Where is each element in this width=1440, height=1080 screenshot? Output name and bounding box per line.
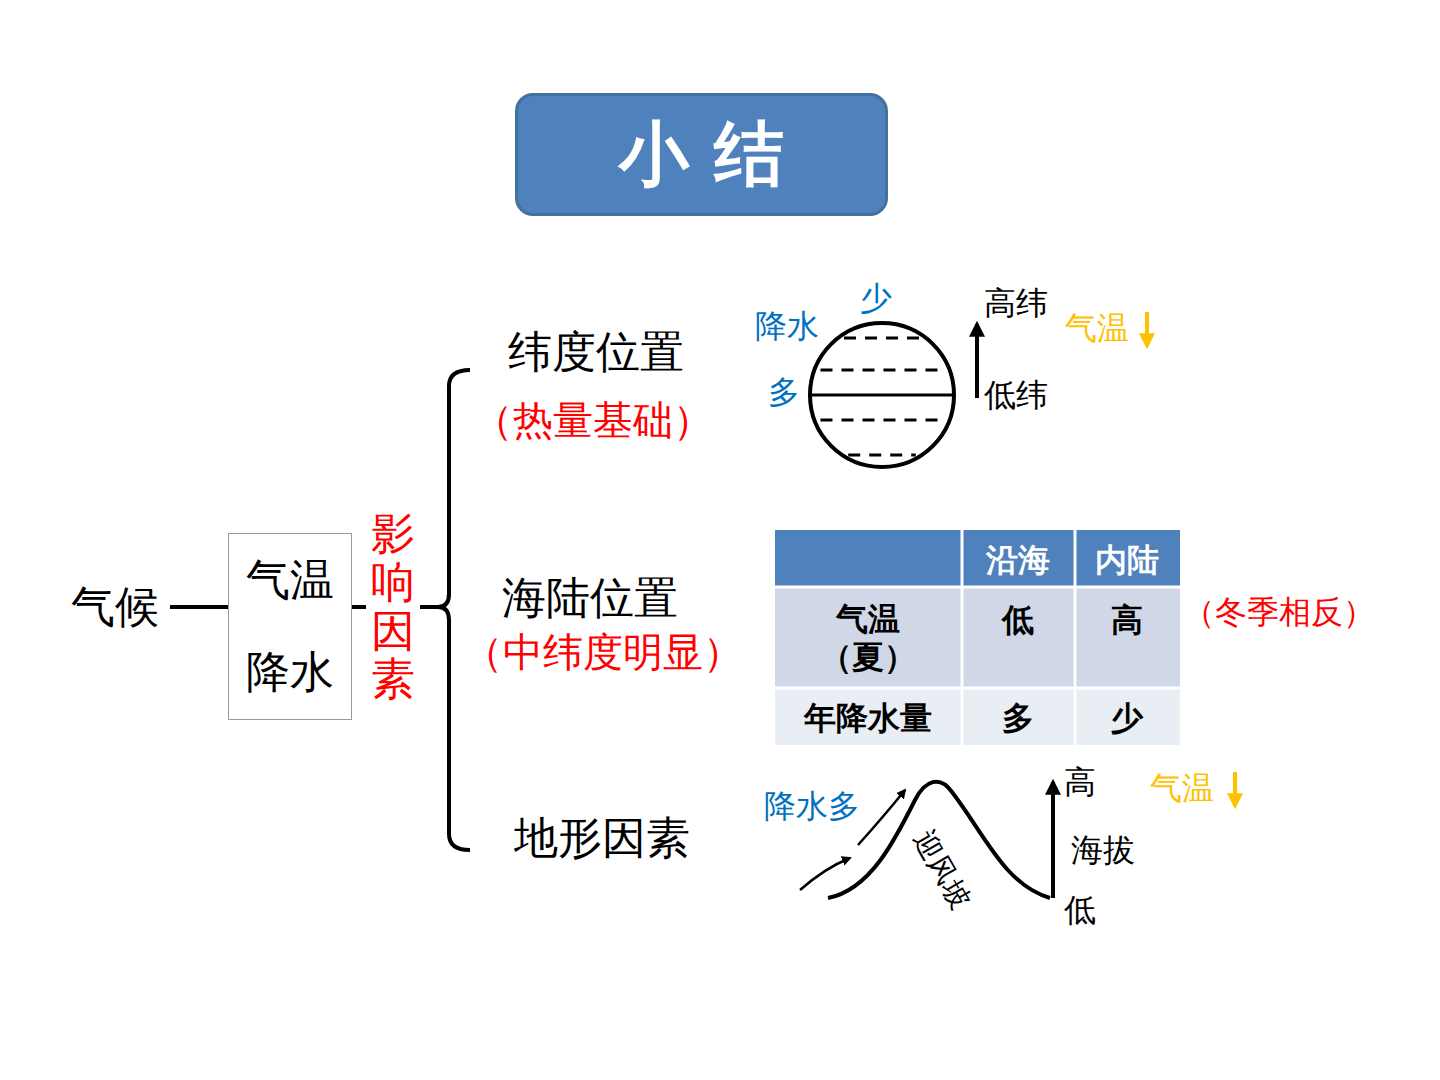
globe-figure: [810, 323, 954, 467]
factor-note: （热量基础）: [473, 396, 713, 444]
factor-name: 地形因素: [514, 812, 690, 865]
title-box: 小 结: [515, 93, 888, 216]
table-cell: 低: [1002, 601, 1034, 639]
table-note: （冬季相反）: [1183, 593, 1375, 631]
table-grid: [775, 530, 1180, 745]
slope-label: 迎风坡: [906, 825, 977, 915]
table-cell: 多: [1002, 699, 1034, 737]
climate-label: 气候: [71, 581, 159, 634]
factor-heading: 影响因素: [371, 510, 415, 704]
node-text: 降水: [246, 646, 334, 699]
latitude-arrow: [975, 324, 979, 398]
wind-arrow: [858, 790, 905, 845]
altitude-label: 海拔: [1071, 831, 1135, 869]
brace: [438, 370, 470, 850]
globe-label: 低纬: [984, 376, 1048, 414]
table-cell: 少: [1111, 699, 1143, 737]
down-arrow: [1145, 312, 1149, 346]
factor-note: （中纬度明显）: [463, 628, 743, 676]
connector-line: [170, 605, 228, 609]
factor-name: 纬度位置: [508, 326, 684, 379]
altitude-label: 高: [1064, 763, 1096, 801]
altitude-arrow: [1051, 782, 1055, 898]
table-header: 沿海: [986, 541, 1050, 579]
connector-line: [420, 605, 440, 609]
globe-label: 降水: [755, 307, 819, 345]
table-cell: 年降水量: [804, 699, 932, 737]
table-cell: 气温 （夏）: [808, 600, 928, 677]
down-arrow: [1233, 772, 1237, 806]
connector-line: [352, 605, 366, 609]
globe-label: 高纬: [984, 284, 1048, 322]
trend-label: 气温: [1150, 769, 1214, 807]
table-cell: 高: [1111, 601, 1143, 639]
table-header: 内陆: [1095, 541, 1159, 579]
title-text: 小 结: [619, 108, 783, 202]
trend-label: 气温: [1065, 309, 1129, 347]
factor-box: 气温降水: [228, 533, 352, 720]
globe-label: 少: [860, 279, 892, 317]
altitude-label: 低: [1064, 891, 1096, 929]
node-text: 气温: [246, 554, 334, 607]
mountain-label: 降水多: [764, 787, 860, 825]
factor-name: 海陆位置: [502, 572, 678, 625]
wind-arrow: [800, 858, 850, 890]
globe-label: 多: [768, 373, 800, 411]
